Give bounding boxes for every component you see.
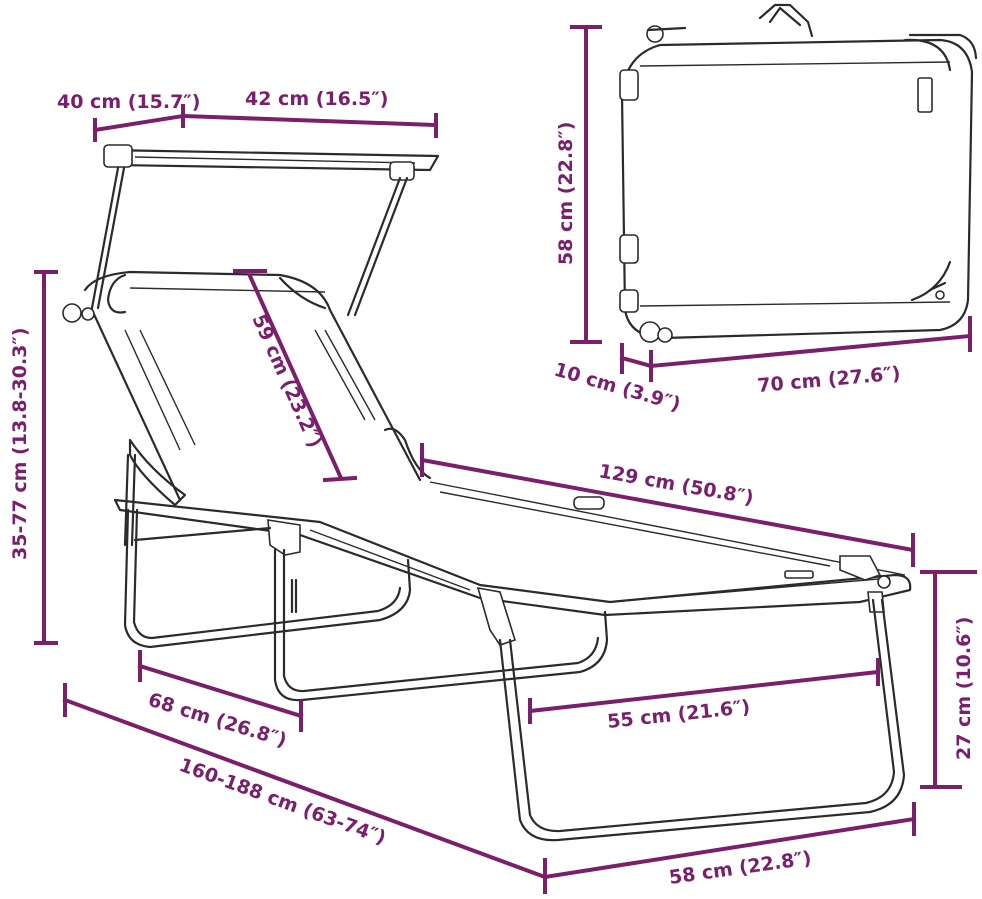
rear-leg-span-label: 68 cm (26.8″) (146, 689, 290, 752)
canopy-width-label: 42 cm (16.5″) (245, 88, 388, 110)
folded-height-label: 58 cm (22.8″) (555, 122, 577, 265)
backrest-height-label: 35-77 cm (13.8-30.3″) (9, 327, 31, 560)
folded-lounger-drawing (619, 3, 978, 343)
seat-height-label: 27 cm (10.6″) (953, 617, 975, 760)
total-length-label: 160-188 cm (63-74″) (176, 754, 388, 849)
dimension-labels: 40 cm (15.7″) 42 cm (16.5″) 35-77 cm (13… (9, 88, 975, 889)
seat-length-label: 129 cm (50.8″) (597, 460, 755, 509)
backrest-length-label: 59 cm (23.2″) (247, 311, 325, 451)
dimension-lines (34, 25, 977, 894)
canopy-depth-label: 40 cm (15.7″) (57, 91, 200, 113)
folded-length-label: 70 cm (27.6″) (757, 363, 902, 397)
lounger-drawing (62, 144, 912, 842)
folded-thickness-label: 10 cm (3.9″) (552, 359, 683, 416)
